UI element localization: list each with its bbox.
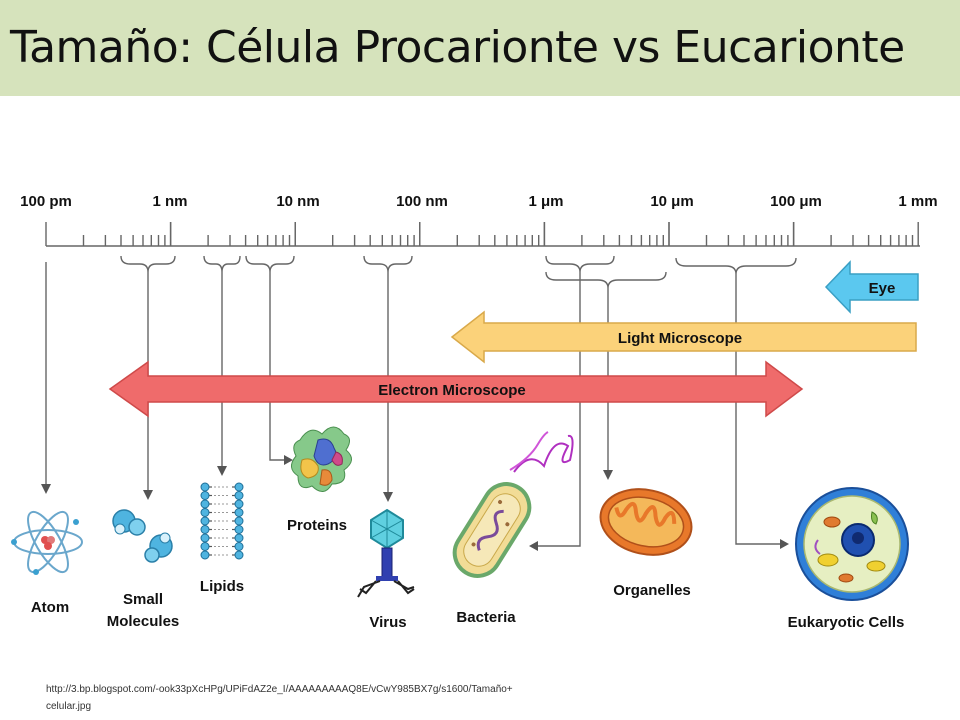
lipid-head xyxy=(234,508,244,517)
proteins-illustration xyxy=(291,426,352,492)
title-banner xyxy=(0,0,960,96)
scale-100pm: 100 pm xyxy=(20,193,72,210)
lipid-head xyxy=(234,516,244,526)
bacteria-label: Bacteria xyxy=(456,609,516,626)
scale-100nm: 100 nm xyxy=(396,193,448,210)
virus-illustration xyxy=(357,508,415,598)
virus-label: Virus xyxy=(369,614,406,631)
lipid-head xyxy=(200,499,210,509)
eukaryotic-cell-illustration xyxy=(795,487,909,601)
small-molecules-illustration xyxy=(112,509,173,563)
scale-1nm: 1 nm xyxy=(152,193,187,210)
scale-10nm: 10 nm xyxy=(276,193,319,210)
lipid-head xyxy=(234,491,244,500)
eye-range-arrow: Eye xyxy=(824,260,919,314)
connector-arrowheads xyxy=(41,455,789,551)
lipid-head xyxy=(234,533,244,543)
source-url: http://3.bp.blogspot.com/-ook33pXcHPg/UP… xyxy=(46,684,513,712)
lipid-head xyxy=(200,542,210,551)
electron-microscope-arrow: Electron Microscope xyxy=(108,360,804,418)
scale-1mm: 1 mm xyxy=(898,193,937,210)
lipid-head xyxy=(200,482,210,492)
eye-label: Eye xyxy=(869,280,896,297)
lipid-head xyxy=(234,542,244,551)
lipid-head xyxy=(234,482,244,492)
small-molecules-label-line2: Molecules xyxy=(107,613,180,630)
lipid-head xyxy=(234,525,244,534)
scale-100um: 100 μm xyxy=(770,193,822,210)
lipids-label: Lipids xyxy=(200,578,244,595)
light-microscope-label: Light Microscope xyxy=(618,330,742,347)
proteins-label: Proteins xyxy=(287,517,347,534)
organelles-illustration xyxy=(599,488,693,556)
lipid-head xyxy=(200,550,210,560)
organelles-label: Organelles xyxy=(613,582,691,599)
lipid-head xyxy=(200,533,210,543)
lipid-head xyxy=(234,499,244,509)
lipid-head xyxy=(234,550,244,560)
electron-microscope-label: Electron Microscope xyxy=(378,382,526,399)
lipid-head xyxy=(200,525,210,534)
lipid-head xyxy=(200,508,210,517)
bacteria-illustration xyxy=(452,431,574,578)
light-microscope-arrow: Light Microscope xyxy=(450,310,917,364)
lipids-illustration xyxy=(200,482,244,560)
eukaryotic-cells-label: Eukaryotic Cells xyxy=(788,614,905,631)
scale-1um: 1 μm xyxy=(528,193,563,210)
page-title: Tamaño: Célula Procarionte vs Eucarionte xyxy=(10,22,905,73)
scale-10um: 10 μm xyxy=(650,193,693,210)
lipid-head xyxy=(200,491,210,500)
lipid-head xyxy=(200,516,210,526)
small-molecules-label-line1: Small xyxy=(123,591,163,608)
ruler xyxy=(45,222,920,247)
atom-label: Atom xyxy=(31,599,69,616)
atom-illustration xyxy=(11,510,83,575)
